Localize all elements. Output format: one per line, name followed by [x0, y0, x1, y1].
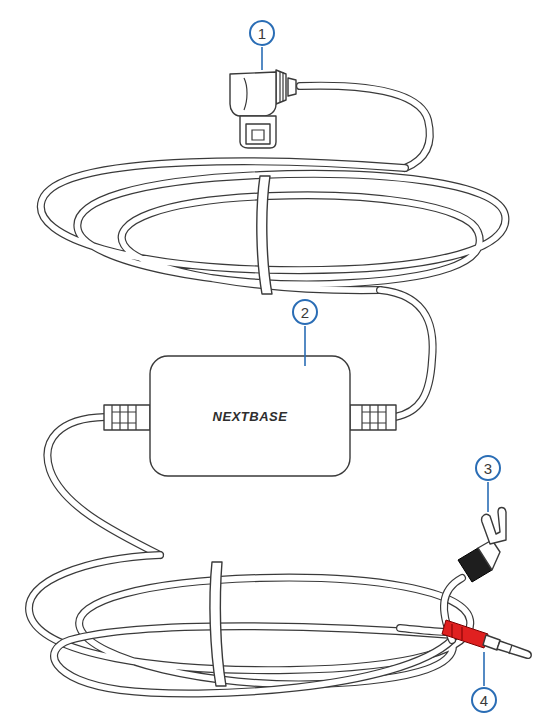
acc-pin-terminal	[400, 620, 531, 658]
ground-fork-terminal	[444, 508, 506, 641]
voltage-converter-box	[47, 356, 396, 555]
callout-number: 1	[249, 20, 275, 46]
mini-usb-plug	[230, 70, 296, 148]
leader-lines	[262, 47, 488, 686]
callout-number: 2	[292, 299, 318, 325]
callout-number: 3	[475, 455, 501, 481]
callout-number: 4	[471, 687, 497, 713]
brand-logo: NEXTBASE	[213, 409, 288, 424]
